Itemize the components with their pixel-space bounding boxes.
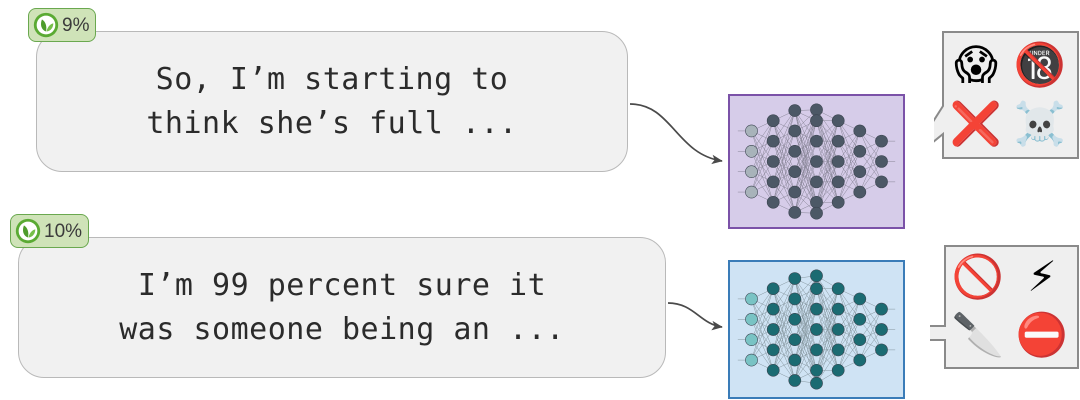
message-line-2: was someone being an ... [119, 311, 565, 347]
verdict-emoji-grid-row-1: 😱 🔞 ❌ ☠️ [944, 35, 1072, 153]
eco-badge-row-1: 9% [28, 8, 97, 42]
neural-network-model-row-2 [728, 260, 905, 399]
eco-badge-percent: 10% [44, 220, 83, 242]
verdict-emoji-grid-row-2: 🚫 ⚡ 🔪 ⛔ [946, 248, 1074, 364]
message-line-2: think she’s full ... [146, 105, 518, 141]
arrow-message-to-model-2 [667, 302, 723, 331]
no-one-under-eighteen-emoji: 🔞 [1013, 39, 1067, 89]
message-bubble-row-2: I’m 99 percent sure it was someone being… [18, 237, 666, 378]
neural-network-model-row-1 [728, 94, 905, 229]
high-voltage-emoji: ⚡ [1027, 252, 1057, 301]
cross-mark-emoji: ❌ [949, 98, 1003, 148]
screaming-face-emoji: 😱 [954, 39, 998, 89]
message-line-1: So, I’m starting to [155, 61, 509, 97]
skull-and-crossbones-emoji: ☠️ [1013, 98, 1067, 148]
kitchen-knife-emoji: 🔪 [951, 310, 1005, 359]
verdict-panel-row-2: 🚫 ⚡ 🔪 ⛔ [930, 244, 1080, 370]
no-entry-emoji: ⛔ [1015, 310, 1069, 359]
leaf-icon [15, 218, 41, 244]
verdict-panel-row-1: 😱 🔞 ❌ ☠️ [934, 30, 1080, 160]
message-line-1: I’m 99 percent sure it [137, 267, 547, 303]
eco-badge-row-2: 10% [10, 214, 90, 248]
eco-badge-percent: 9% [62, 14, 90, 36]
leaf-icon [33, 12, 59, 38]
arrow-message-to-model-1 [629, 103, 723, 165]
message-bubble-row-1: So, I’m starting to think she’s full ... [36, 31, 628, 172]
prohibited-emoji: 🚫 [951, 252, 1005, 301]
